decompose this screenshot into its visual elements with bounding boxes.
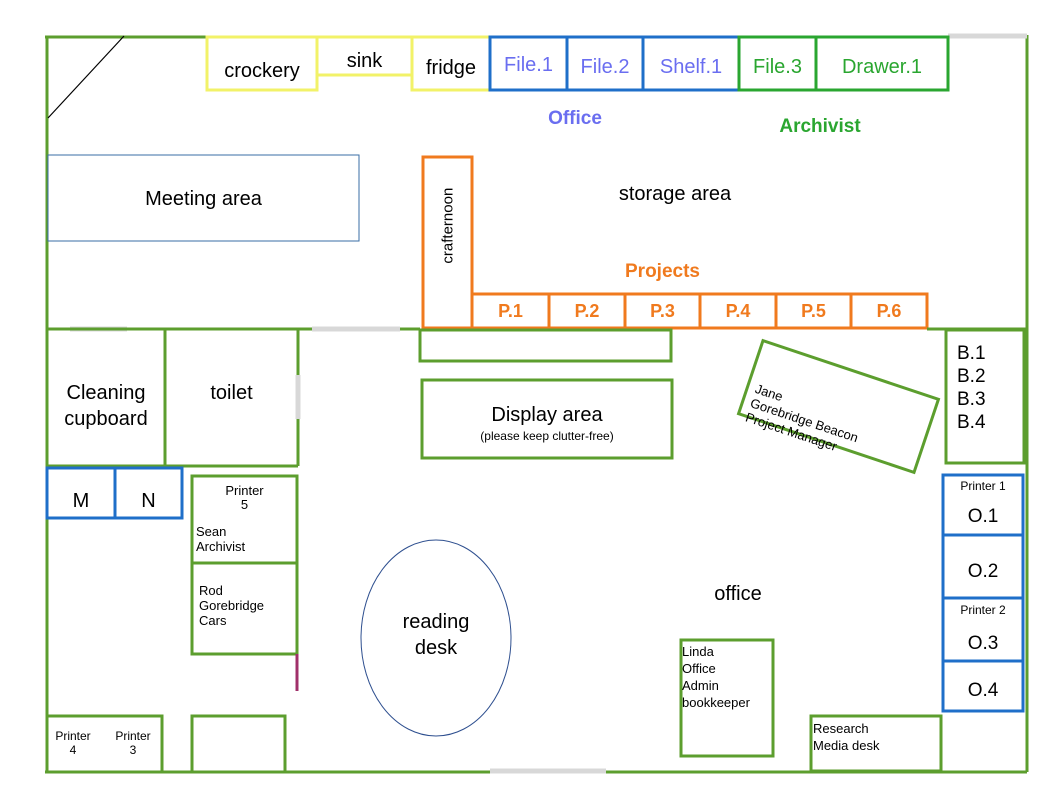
rod-desk-label: Rod Gorebridge Cars <box>199 583 265 628</box>
crockery-label: crockery <box>224 60 300 82</box>
file1-label: File.1 <box>504 54 553 76</box>
file3-label: File.3 <box>753 56 802 78</box>
file2-label: File.2 <box>580 56 630 78</box>
crafternoon-label: crafternoon <box>439 187 457 264</box>
o4-label: O.4 <box>967 680 999 701</box>
sink-label: sink <box>346 50 383 72</box>
research-desk <box>809 714 943 773</box>
project-p6-label: P.6 <box>876 301 902 321</box>
o3-label: O.3 <box>967 633 999 654</box>
project-p5-label: P.5 <box>801 301 826 321</box>
storage-area-label: storage area <box>618 183 732 205</box>
drawer1-label: Drawer.1 <box>841 56 923 78</box>
reading-desk-label: reading desk <box>402 611 470 659</box>
crafternoon-unit <box>421 155 474 330</box>
fridge-label: fridge <box>425 57 477 79</box>
project-p3-label: P.3 <box>650 301 675 321</box>
toilet-label: toilet <box>210 382 253 404</box>
project-p6 <box>849 292 929 330</box>
office-zone-label: Office <box>548 108 602 129</box>
project-p1-label: P.1 <box>498 301 523 321</box>
project-p4-label: P.4 <box>725 301 751 321</box>
printer3-label: Printer 3 <box>115 729 151 757</box>
bench-under-projects <box>418 328 673 363</box>
jane-desk <box>736 338 941 475</box>
printer4-label: Printer 4 <box>55 729 91 757</box>
meeting-area <box>47 154 360 242</box>
o2-label: O.2 <box>967 561 999 582</box>
printer1-label: Printer 1 <box>960 479 1006 493</box>
printers-3-4-table <box>45 714 164 774</box>
b-shelves-labels: B.1 B.2 B.3 B.4 <box>957 343 986 433</box>
drawer1-unit <box>814 35 950 92</box>
reading-desk <box>360 539 512 737</box>
linda-desk <box>679 638 775 758</box>
office-room-label: office <box>714 583 762 605</box>
printer2-label: Printer 2 <box>960 603 1006 617</box>
cleaning-cupboard-label: Cleaning cupboard <box>64 382 148 430</box>
display-area <box>420 378 674 460</box>
b-shelves <box>944 328 1026 465</box>
sean-printer-label: Printer 5 <box>225 483 264 512</box>
linda-desk-label: Linda Office Admin bookkeeper <box>682 644 750 710</box>
projects-zone-label: Projects <box>625 261 700 282</box>
project-p2-label: P.2 <box>574 301 600 321</box>
display-area-note: (please keep clutter-free) <box>480 429 614 443</box>
cleaning-cupboard-room <box>45 327 167 468</box>
cabinet-m-label: M <box>72 490 90 512</box>
research-desk-label: Research Media desk <box>813 721 880 753</box>
rod-desk <box>190 561 299 656</box>
meeting-area-label: Meeting area <box>145 188 262 210</box>
shelf1-label: Shelf.1 <box>659 56 723 78</box>
o4-unit <box>941 659 1025 713</box>
display-area-title: Display area <box>491 404 603 426</box>
cabinet-n-label: N <box>141 490 156 512</box>
door-swing-line <box>47 35 125 119</box>
small-table <box>190 714 287 774</box>
o1-label: O.1 <box>967 506 999 527</box>
archivist-zone-label: Archivist <box>779 116 861 137</box>
cabinet-n <box>113 466 184 520</box>
sean-desk-label: Sean Archivist <box>196 524 246 554</box>
